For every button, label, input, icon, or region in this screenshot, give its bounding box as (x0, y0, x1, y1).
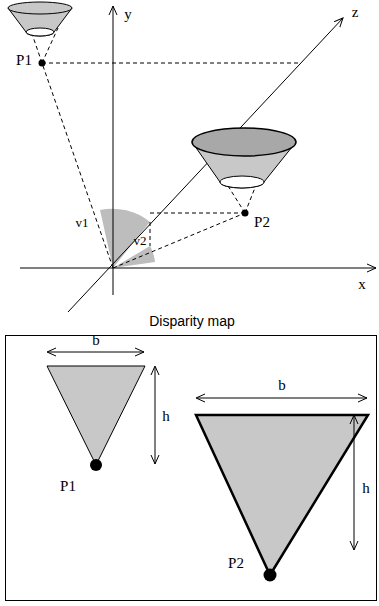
axis-label: x (358, 277, 366, 292)
point-p1 (39, 60, 46, 67)
dimension-label: h (162, 409, 170, 424)
axis-label: y (124, 7, 132, 22)
point-p1-map (90, 459, 102, 471)
point-label: P2 (228, 556, 244, 571)
dimension-label: h (362, 481, 370, 496)
point-p2-map (264, 569, 277, 582)
width-arrow (48, 352, 144, 353)
point-label: P2 (254, 215, 270, 230)
dimension-label: b (278, 378, 286, 393)
map-heading: Disparity map (149, 314, 235, 328)
angle-label: v1 (76, 216, 89, 229)
cone-p1 (8, 2, 72, 36)
triangle-p1 (47, 366, 145, 465)
angle-label: v2 (134, 234, 147, 247)
disparity-map-frame: Disparity map (5, 335, 377, 601)
triangle-p2 (196, 415, 368, 575)
point-label: P1 (60, 479, 76, 494)
height-arrow (354, 416, 355, 550)
z-axis (68, 18, 343, 312)
x-axis (20, 268, 376, 269)
axis-label: z (352, 5, 359, 20)
height-arrow (155, 367, 156, 464)
dimension-label: b (92, 333, 100, 348)
point-p2 (242, 210, 249, 217)
projection-lines (28, 22, 300, 268)
y-axis (113, 6, 114, 295)
width-arrow (197, 398, 367, 399)
cone-p2 (192, 128, 296, 188)
point-label: P1 (16, 53, 32, 68)
